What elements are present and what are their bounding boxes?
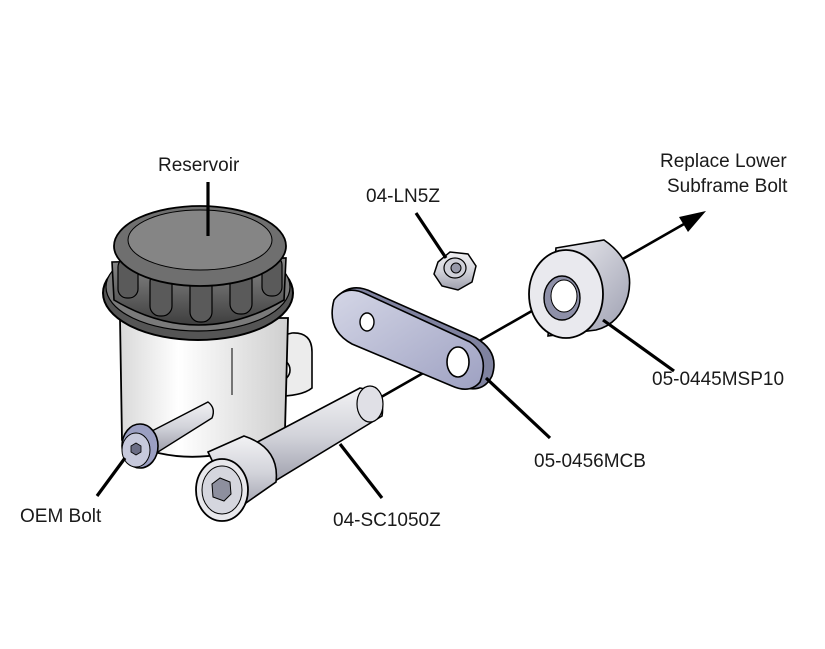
spacer-part <box>528 239 631 339</box>
reservoir-part <box>102 205 313 458</box>
label-nut-part-number: 04-LN5Z <box>366 186 440 207</box>
label-replace-line-2: Subframe Bolt <box>667 176 788 197</box>
label-spacer-part-number: 05-0445MSP10 <box>652 369 785 390</box>
cap-screw-part <box>195 385 384 522</box>
leader-lines <box>95 182 675 499</box>
nut-part <box>433 251 477 291</box>
label-oem-bolt: OEM Bolt <box>20 506 102 527</box>
label-cap-screw-part-number: 04-SC1050Z <box>333 510 441 531</box>
label-replace-line-1: Replace Lower <box>660 151 787 172</box>
bracket-part <box>331 287 495 390</box>
label-bracket-part-number: 05-0456MCB <box>534 451 646 472</box>
oem-bolt-part <box>121 401 215 469</box>
label-reservoir: Reservoir <box>158 155 240 176</box>
